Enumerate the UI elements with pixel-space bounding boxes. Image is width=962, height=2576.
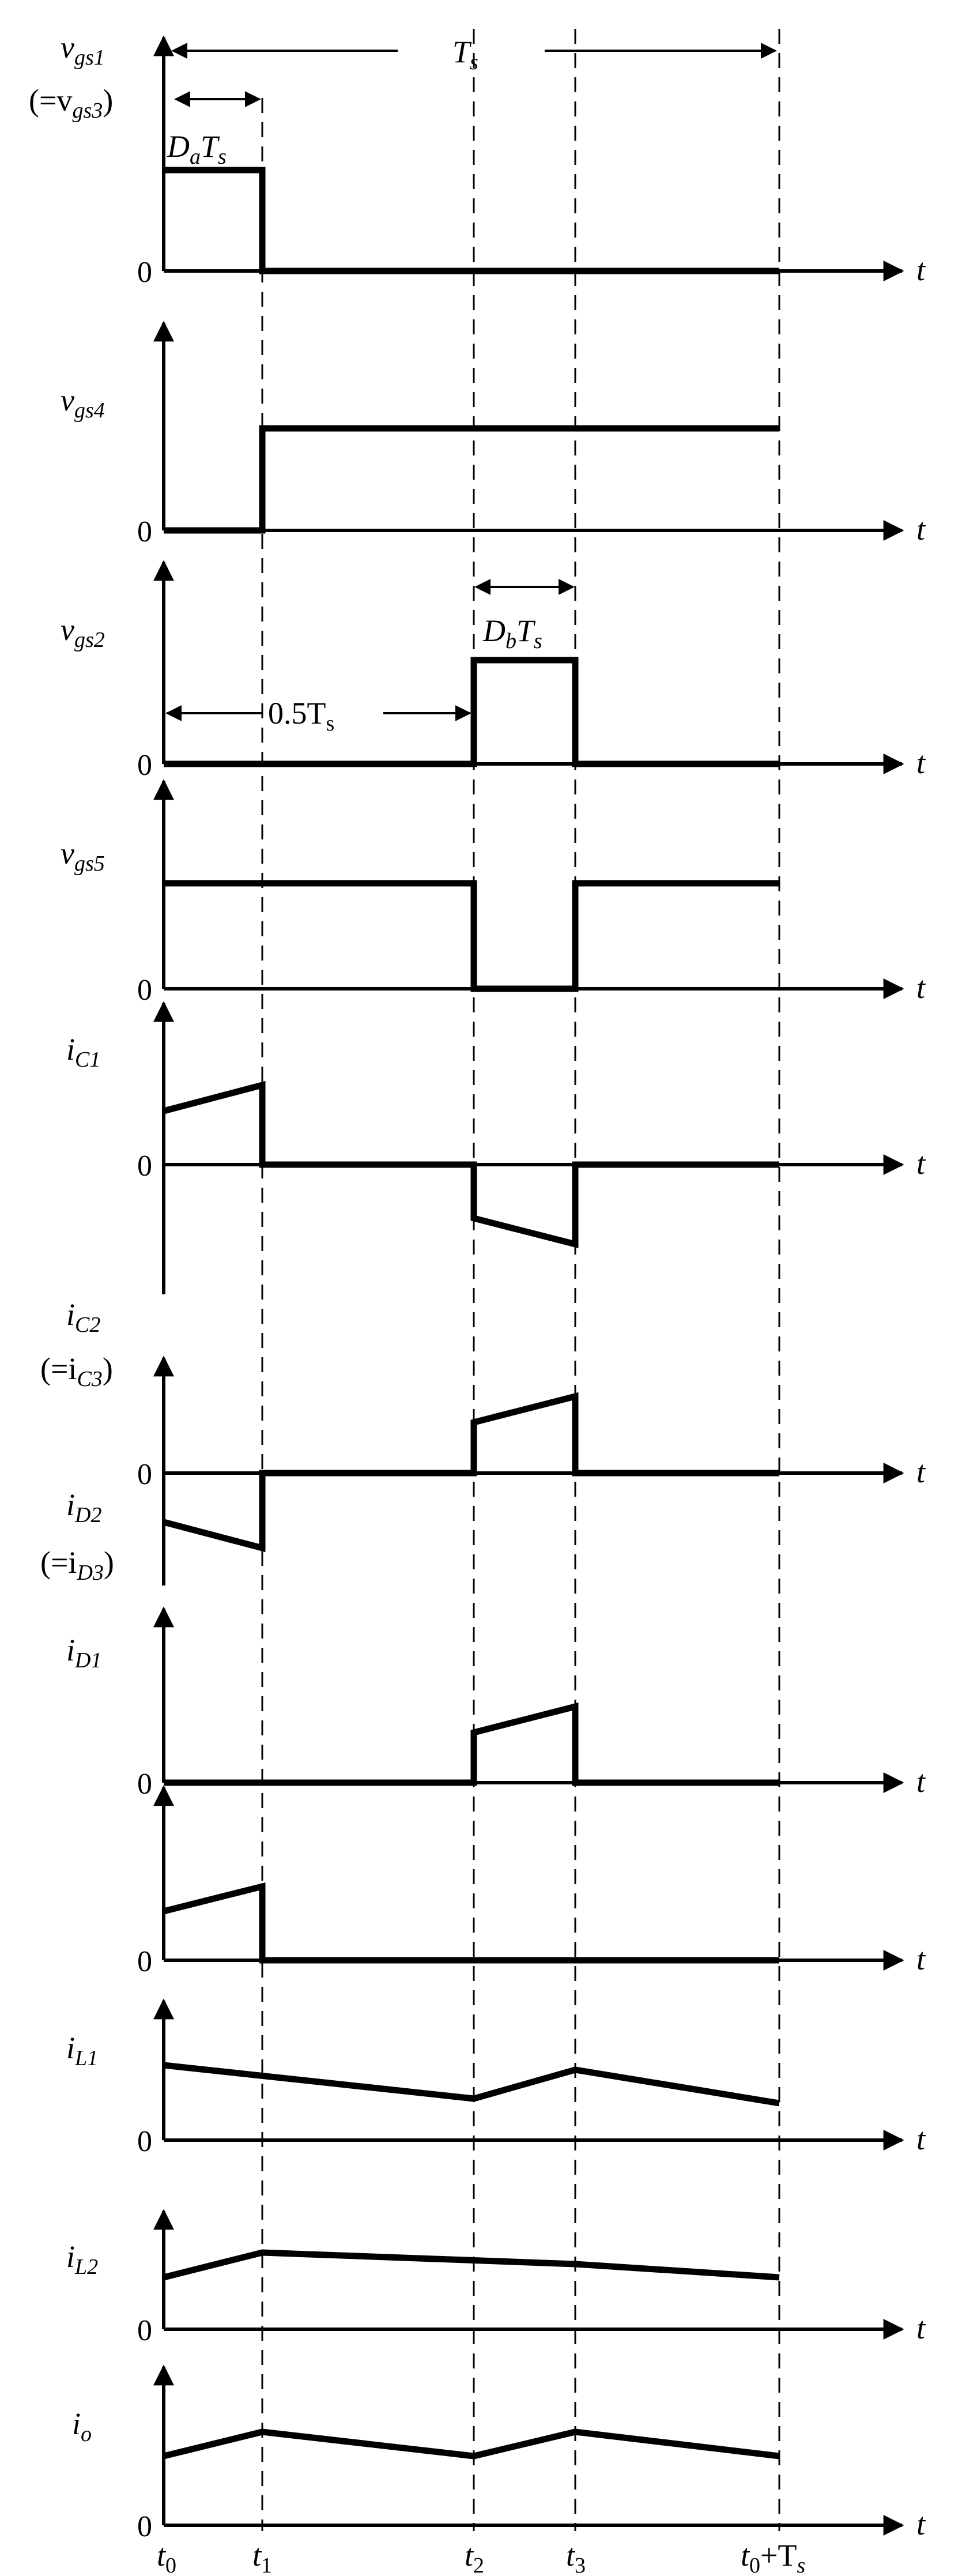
time-axis-label-vgs2: t — [916, 745, 926, 780]
waveform-vgs5 — [164, 880, 779, 992]
waveforms — [163, 167, 780, 2460]
time-axis-label-id1: t — [916, 1764, 926, 1799]
time-labels: t0 t1 t2 t3 t0+Ts — [157, 2538, 805, 2576]
duty-b-label: DbTs — [482, 613, 542, 653]
waveform-id4 — [163, 1882, 779, 1964]
label-ic1: iC1 — [66, 1032, 100, 1072]
waveform-id1 — [164, 1702, 779, 1786]
time-axis-label-vgs4: t — [916, 512, 926, 547]
waveform-il2 — [163, 2249, 780, 2281]
period-arrow: Ts — [171, 35, 777, 74]
waveform-ic2 — [163, 1392, 779, 1553]
time-axis-label-ic1: t — [916, 1146, 926, 1181]
time-axis-label-vgs1: t — [916, 253, 926, 287]
time-axis-label-il2: t — [916, 2311, 926, 2345]
duty-a-label: DaTs — [167, 129, 227, 169]
label-vgs1-alt: (=vgs3) — [29, 83, 113, 123]
time-label-t0: t0 — [157, 2538, 176, 2576]
waveform-io — [163, 2428, 780, 2460]
zero-label-il2: 0 — [137, 2314, 152, 2347]
zero-label-vgs1: 0 — [137, 256, 152, 289]
time-label-t0-plus-ts: t0+Ts — [741, 2538, 805, 2576]
time-axis-label-vgs5: t — [916, 970, 926, 1005]
waveform-ic1 — [163, 1080, 779, 1249]
waveform-il1 — [163, 2062, 780, 2107]
zero-label-id4: 0 — [137, 1945, 152, 1978]
zero-label-ic1: 0 — [137, 1150, 152, 1182]
time-label-t2: t2 — [465, 2538, 484, 2576]
label-io: io — [72, 2406, 92, 2446]
label-vgs5: vgs5 — [61, 836, 105, 876]
zero-label-vgs4: 0 — [137, 515, 152, 548]
zero-label-ic2: 0 — [137, 1458, 152, 1491]
label-il2: iL2 — [66, 2239, 98, 2279]
zero-label-io: 0 — [137, 2510, 152, 2543]
time-label-t3: t3 — [566, 2538, 586, 2576]
waveform-vgs4 — [164, 425, 779, 534]
label-vgs2: vgs2 — [61, 612, 105, 652]
signal-labels: vgs1 (=vgs3) vgs4 vgs2 vgs5 iC1 iC2 (=iC… — [29, 30, 114, 2446]
zero-label-vgs5: 0 — [137, 974, 152, 1007]
time-axis-label-id4: t — [916, 1942, 926, 1976]
half-period-dimension: 0.5Ts — [165, 696, 471, 736]
time-axis-label-ic2: t — [916, 1455, 926, 1489]
zero-label-id1: 0 — [137, 1768, 152, 1801]
zero-label-il1: 0 — [137, 2125, 152, 2158]
half-period-label: 0.5Ts — [268, 696, 334, 736]
time-marker-lines — [261, 29, 780, 2531]
label-vgs1: vgs1 — [61, 30, 105, 70]
label-id1: iD1 — [66, 1633, 101, 1673]
time-label-t1: t1 — [252, 2538, 272, 2576]
label-ic2-alt: (=iC3) — [40, 1351, 113, 1391]
label-vgs4: vgs4 — [61, 383, 105, 423]
zero-label-vgs2: 0 — [137, 749, 152, 782]
duty-b-dimension: DbTs — [474, 579, 575, 653]
time-axis-label-il1: t — [916, 2122, 926, 2156]
label-il1: iL1 — [66, 2031, 98, 2070]
label-id2: iD2 — [66, 1487, 101, 1527]
duty-a-dimension: DaTs — [167, 91, 261, 169]
period-label: Ts — [452, 35, 478, 74]
label-id2-alt: (=iD3) — [40, 1545, 114, 1585]
time-axis-label-io: t — [916, 2507, 926, 2541]
waveform-vgs2 — [164, 657, 779, 767]
waveform-vgs1 — [164, 167, 779, 274]
label-ic2: iC2 — [66, 1297, 100, 1337]
